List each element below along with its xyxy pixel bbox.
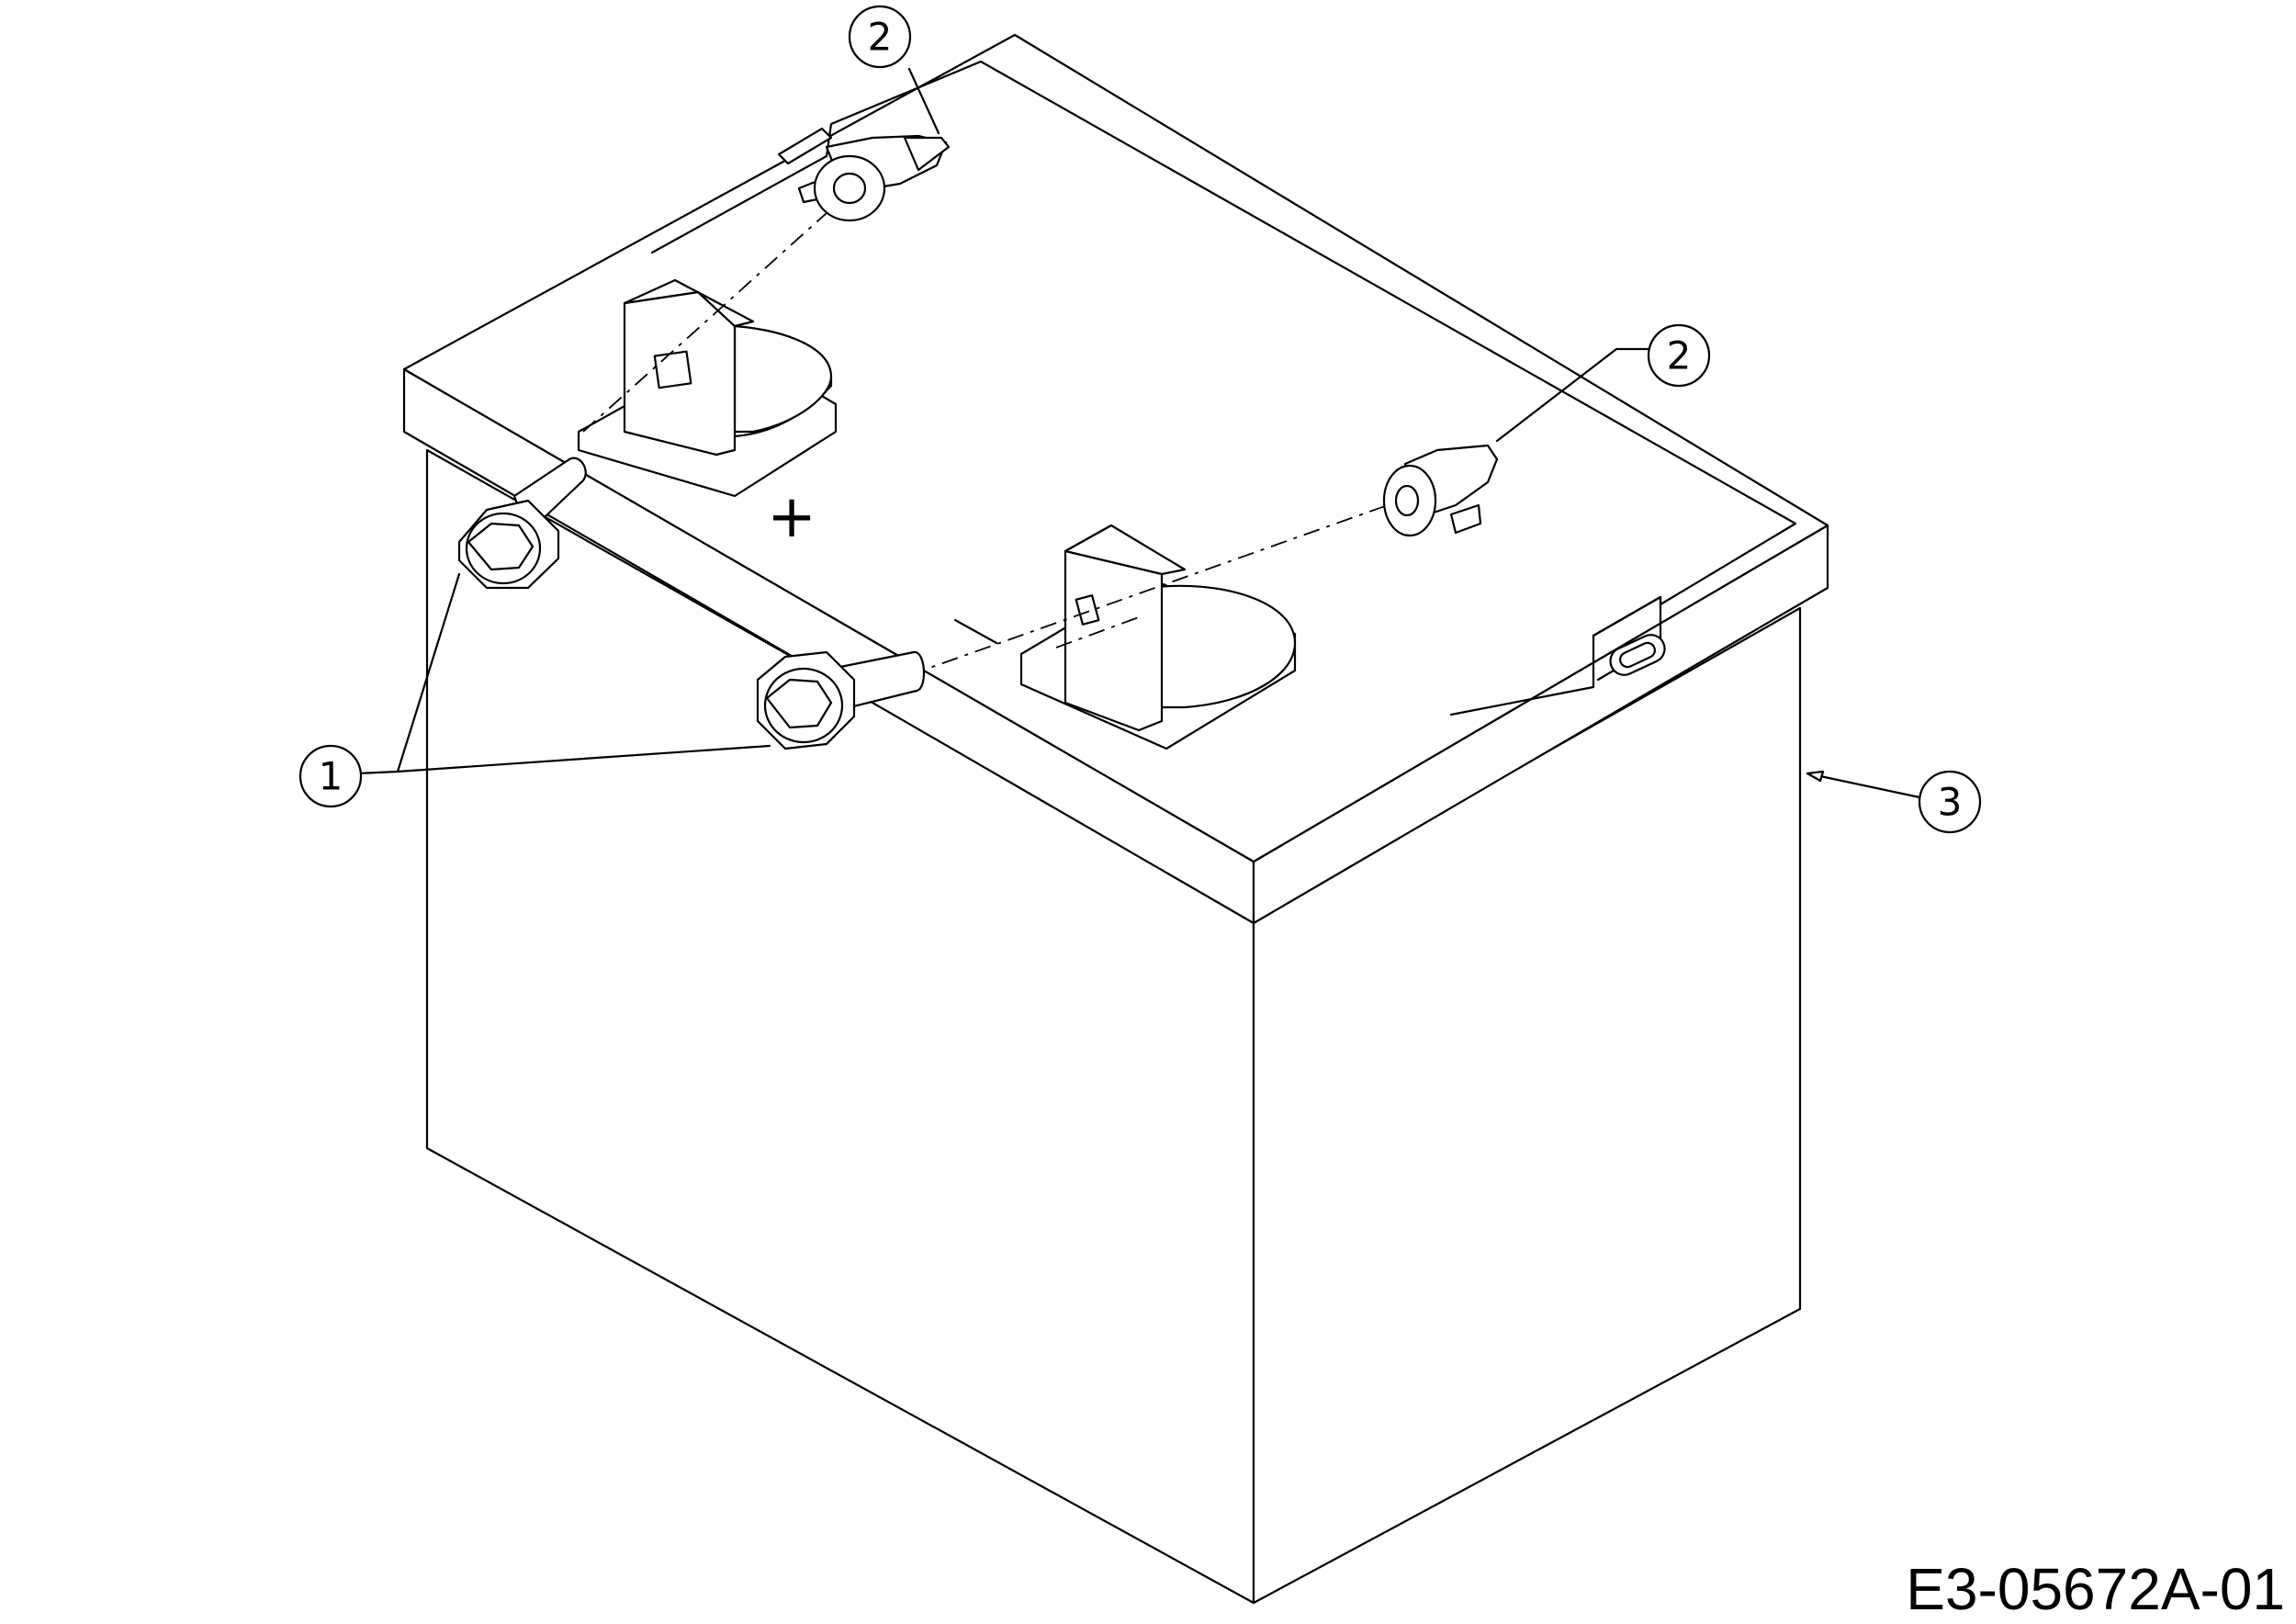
vent-slot <box>1609 634 1666 676</box>
drawing-code: E3-05672A-01 <box>1906 1556 2285 1622</box>
negative-terminal <box>1019 524 1297 750</box>
svg-text:2: 2 <box>868 15 893 60</box>
terminal-cap-negative <box>1382 444 1499 537</box>
negative-axis-line <box>908 500 1401 676</box>
leader-bolt-upper <box>396 572 461 773</box>
leader-bolt-lower <box>396 744 771 773</box>
svg-text:2: 2 <box>1667 333 1692 378</box>
svg-text:3: 3 <box>1938 780 1963 825</box>
callout-cap-negative: 2 <box>1647 323 1711 388</box>
callout-battery: 3 <box>1918 770 1982 834</box>
battery-case <box>402 33 1829 1605</box>
bolt-lower <box>756 650 926 750</box>
positive-terminal <box>577 278 838 498</box>
positive-axis-line <box>582 187 855 433</box>
terminal-cap-positive <box>797 134 951 222</box>
callout-cap-positive: 2 <box>848 5 912 69</box>
callout-bolt: 1 <box>298 744 363 808</box>
leader-battery <box>1806 772 1921 799</box>
leader-cap-negative <box>1495 347 1650 443</box>
arrow-battery <box>1806 770 1825 783</box>
negative-symbol-line <box>953 618 998 645</box>
negative-terminal-hole-line <box>1055 616 1140 648</box>
svg-text:1: 1 <box>319 754 343 799</box>
bolt-upper <box>457 457 587 590</box>
leader-cap-positive <box>907 67 940 135</box>
negative-symbol: — <box>975 598 976 600</box>
positive-symbol: + <box>767 483 816 551</box>
leader-bolt-stub <box>356 770 400 775</box>
